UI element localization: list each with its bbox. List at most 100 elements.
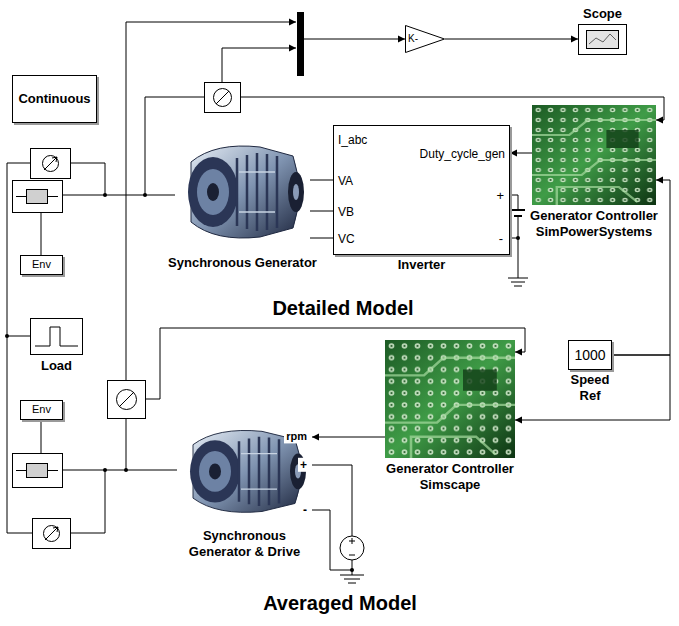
inertia-icon <box>13 181 63 213</box>
wire-arrowheads <box>398 36 405 43</box>
signal-wires <box>41 212 42 255</box>
wire-arrowheads <box>289 45 296 52</box>
speed-sensor-icon <box>214 89 232 107</box>
battery-symbol <box>511 209 525 211</box>
torque-source-icon <box>44 526 60 542</box>
voltage-source-symbol <box>340 536 364 560</box>
signal-wires <box>145 328 525 399</box>
inertia-icon <box>27 464 48 478</box>
signal-connector <box>510 150 532 157</box>
generator-picture <box>177 418 312 525</box>
signal-wires <box>62 470 177 471</box>
solver-block: Continuous <box>12 75 97 123</box>
wire-arrowheads <box>515 349 522 356</box>
controller-picture <box>532 105 656 205</box>
signal-connector <box>310 211 333 212</box>
block-name: Generator Controller Simscape <box>380 461 520 492</box>
signal-wires <box>62 195 175 196</box>
speed-sensor-icon <box>117 390 137 410</box>
constant-value: 1000 <box>574 347 605 364</box>
voltage-source-symbol <box>340 536 364 560</box>
signal-connector <box>612 177 670 356</box>
arrowhead <box>312 434 319 441</box>
junction-dots <box>103 468 107 472</box>
signal-wires <box>240 97 664 120</box>
voltage-source-symbol <box>349 538 355 555</box>
connector-line <box>310 211 333 212</box>
junction-dots <box>350 568 354 572</box>
torque-source-icon <box>43 156 59 172</box>
port-name: VB <box>338 205 354 219</box>
torque-source-icon <box>31 149 71 179</box>
ground-symbol <box>508 278 528 286</box>
speed-sensor-icon <box>216 91 229 104</box>
inertia-icon <box>13 454 63 488</box>
env-block: Env <box>20 255 63 275</box>
signal-wires <box>70 163 105 195</box>
block-name: Inverter <box>398 257 446 273</box>
connector-line <box>312 437 385 438</box>
wire-arrowheads <box>289 19 296 26</box>
connector-line <box>310 238 333 239</box>
port-name: + <box>298 458 309 472</box>
load-icon <box>35 327 78 346</box>
mux-bar <box>297 12 304 76</box>
junction-dots <box>516 236 520 240</box>
block-text: Env <box>32 258 51 271</box>
block-name: Generator Controller SimPowerSystems <box>527 208 661 239</box>
block-name: Scope <box>583 6 622 22</box>
connector-line <box>612 180 670 355</box>
signal-wires <box>222 48 296 82</box>
torque-source-icon <box>44 157 57 170</box>
block-name: Synchronous Generator <box>168 255 317 271</box>
arrowhead <box>656 177 663 184</box>
controller-block: Generator Controller Simscape <box>385 340 515 458</box>
signal-wires <box>145 97 204 195</box>
arrowhead <box>515 417 522 424</box>
signal-wires <box>7 22 664 575</box>
port-name: + <box>496 188 504 204</box>
scope-icon <box>579 25 627 55</box>
ground-symbol <box>340 575 364 583</box>
signal-wires <box>352 560 353 575</box>
scope-icon <box>589 34 616 44</box>
section-title: Detailed Model <box>272 296 413 320</box>
signal-wires <box>518 216 519 278</box>
block-text: Continuous <box>18 91 90 107</box>
port-name: - <box>301 503 309 517</box>
constant-block: 1000Speed Ref <box>568 340 612 370</box>
signal-wires <box>41 420 42 453</box>
scope-icon <box>579 25 627 55</box>
ground-symbol <box>340 278 528 583</box>
generator-picture <box>175 132 310 252</box>
battery-symbol <box>514 215 522 217</box>
speed-sensor-icon <box>119 392 134 407</box>
load-icon <box>31 319 83 355</box>
arrowhead <box>510 150 517 157</box>
signal-wires <box>510 195 518 210</box>
speed-sensor-icon <box>108 381 146 419</box>
port-name: VC <box>338 232 355 246</box>
controller-block: Generator Controller SimPowerSystems <box>532 105 656 205</box>
signal-wires <box>126 418 127 470</box>
gain-value: K- <box>408 33 418 45</box>
inertia-icon <box>27 190 48 204</box>
block-text: Env <box>32 403 51 416</box>
section-title: Averaged Model <box>263 591 417 615</box>
junction-dots <box>143 193 147 197</box>
connector-line <box>310 180 333 181</box>
generator-drive-block: rpm+-Synchronous Generator & Drive <box>177 418 312 525</box>
signal-wires <box>70 470 105 533</box>
load-block: Load <box>30 318 83 355</box>
signal-connector <box>310 238 333 239</box>
inertia-icon <box>13 181 63 488</box>
signal-connector <box>312 434 385 441</box>
wire-arrowheads <box>656 117 663 124</box>
torque-source-icon <box>33 519 71 549</box>
load-icon <box>31 319 83 355</box>
block-name: Load <box>41 358 72 374</box>
env-block: Env <box>20 400 63 420</box>
signal-wires <box>304 39 405 40</box>
generator-block: Synchronous Generator <box>175 132 310 252</box>
